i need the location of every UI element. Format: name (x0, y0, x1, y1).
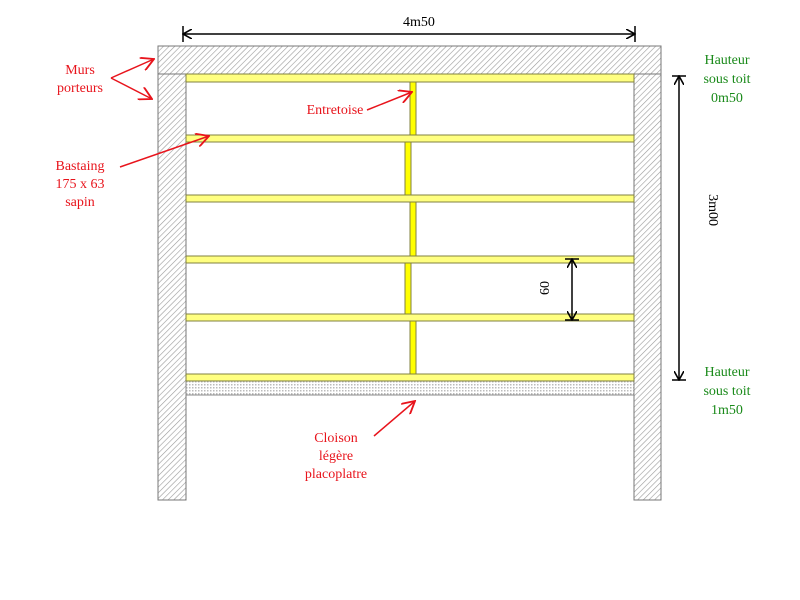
joist (185, 194, 635, 203)
bastaing-annotation: Bastaing 175 x 63 sapin (56, 136, 210, 210)
spacing-dimension-label: 60 (538, 281, 553, 295)
cloison-annotation: Cloison légère placoplatre (305, 401, 415, 482)
left-wall (157, 73, 187, 501)
right-wall (633, 73, 662, 501)
svg-text:1m50: 1m50 (711, 403, 743, 418)
svg-text:Hauteur: Hauteur (704, 53, 749, 68)
entretoise (409, 320, 417, 375)
hauteur-bottom-note: Hauteur sous toit 1m50 (703, 365, 750, 418)
svg-text:Hauteur: Hauteur (704, 365, 749, 380)
entretoise-annotation: Entretoise (307, 92, 412, 118)
entretoise (409, 81, 417, 136)
top-wall (157, 45, 662, 75)
joist (185, 134, 635, 143)
entretoise (409, 201, 417, 257)
joist (185, 73, 635, 83)
entretoise (404, 141, 412, 196)
svg-text:porteurs: porteurs (57, 81, 103, 96)
height-dimension-label: 3m00 (705, 194, 720, 226)
width-dimension-label: 4m50 (403, 15, 435, 30)
svg-text:sous toit: sous toit (703, 384, 750, 399)
svg-text:175 x 63: 175 x 63 (56, 177, 105, 192)
svg-text:légère: légère (319, 449, 353, 464)
svg-text:0m50: 0m50 (711, 91, 743, 106)
svg-text:sous toit: sous toit (703, 72, 750, 87)
murs-porteurs-annotation: Murs porteurs (57, 59, 154, 99)
svg-text:Murs: Murs (65, 63, 95, 78)
svg-text:Entretoise: Entretoise (307, 103, 364, 118)
svg-text:Bastaing: Bastaing (56, 159, 105, 174)
joist (185, 373, 635, 382)
entretoises (404, 81, 417, 375)
svg-text:Cloison: Cloison (314, 431, 358, 446)
hauteur-top-note: Hauteur sous toit 0m50 (703, 53, 750, 106)
svg-text:placoplatre: placoplatre (305, 467, 367, 482)
entretoise (404, 262, 412, 315)
svg-text:sapin: sapin (65, 195, 95, 210)
placo-partition (185, 380, 635, 396)
